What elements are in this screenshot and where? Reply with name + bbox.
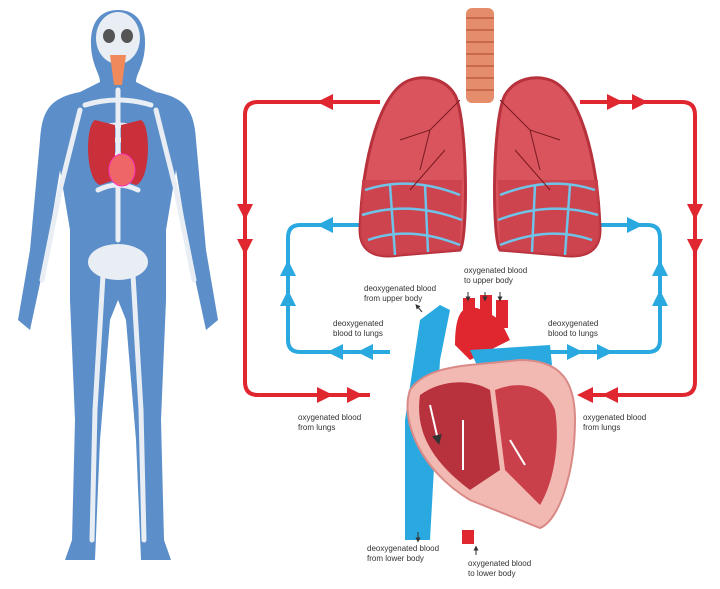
svg-text:deoxygenated blood: deoxygenated blood — [367, 544, 439, 553]
label-from-upper-body: deoxygenated blood from upper body — [364, 284, 436, 303]
label-from-lungs-right: oxygenated blood from lungs — [583, 413, 646, 432]
label-from-lungs-left: oxygenated blood from lungs — [298, 413, 361, 432]
oxygenated-circuit — [237, 94, 703, 403]
svg-text:oxygenated blood: oxygenated blood — [298, 413, 361, 422]
svg-text:blood to lungs: blood to lungs — [548, 329, 598, 338]
label-to-lungs-left: deoxygenated blood to lungs — [333, 319, 383, 338]
svg-text:oxygenated blood: oxygenated blood — [464, 266, 527, 275]
label-to-lungs-right: deoxygenated blood to lungs — [548, 319, 598, 338]
svg-text:oxygenated blood: oxygenated blood — [468, 559, 531, 568]
human-body-figure — [18, 10, 218, 560]
svg-text:to upper body: to upper body — [464, 276, 513, 285]
svg-text:to lower body: to lower body — [468, 569, 516, 578]
svg-text:deoxygenated: deoxygenated — [333, 319, 383, 328]
svg-text:from lungs: from lungs — [583, 423, 620, 432]
svg-text:deoxygenated blood: deoxygenated blood — [364, 284, 436, 293]
lungs — [358, 8, 602, 258]
label-to-lower-body: oxygenated blood to lower body — [468, 559, 531, 578]
svg-text:deoxygenated: deoxygenated — [548, 319, 598, 328]
label-pointers — [415, 292, 503, 555]
svg-text:oxygenated blood: oxygenated blood — [583, 413, 646, 422]
svg-text:from lower body: from lower body — [367, 554, 424, 563]
label-to-upper-body: oxygenated blood to upper body — [464, 266, 527, 285]
svg-text:blood to lungs: blood to lungs — [333, 329, 383, 338]
label-from-lower-body: deoxygenated blood from lower body — [367, 544, 439, 563]
deoxygenated-circuit — [280, 217, 668, 360]
heart — [405, 295, 577, 544]
svg-text:from upper body: from upper body — [364, 294, 422, 303]
svg-text:from lungs: from lungs — [298, 423, 335, 432]
